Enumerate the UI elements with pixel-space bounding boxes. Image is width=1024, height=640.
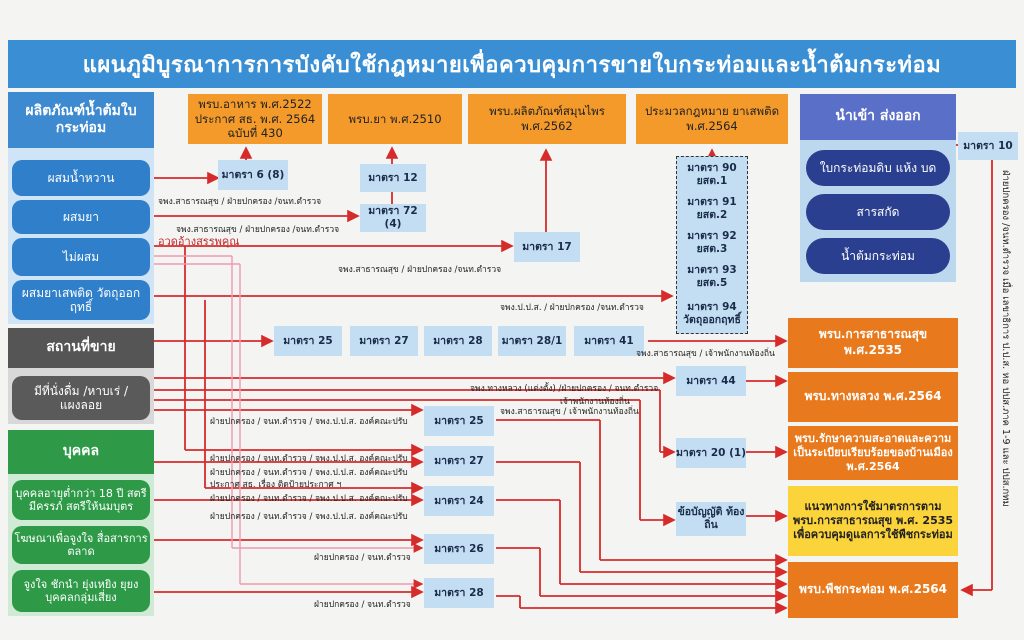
section-10: มาตรา 10 [958,132,1018,160]
section-92: มาตรา 92 ยสต.3 [678,228,746,258]
note-officers-1: จพง.สาธารณสุข / ฝ่ายปกครอง /จนท.ตำรวจ [158,197,322,207]
law-guideline-kratom: แนวทางการใช้มาตรการตาม พรบ.การสาธารณสุข … [788,486,958,556]
person-minor-pregnant[interactable]: บุคคลอายุต่ำกว่า 18 ปี สตรีมีครรภ์ สตรีใ… [12,480,150,520]
note-announcement: ประกาศ สธ. เรื่อง ติดป้ายประกาศ ฯ [210,480,342,490]
note-officers-17: ฝ่ายปกครอง / จนท.ตำรวจ [314,600,411,610]
note-officers-5: จพง.ป.ป.ส. / ฝ่ายปกครอง /จนท.ตำรวจ [500,303,644,313]
law-food-act: พรบ.อาหาร พ.ศ.2522 ประกาศ สธ. พ.ศ. 2564 … [188,94,322,144]
note-officers-2: จพง.สาธารณสุข / ฝ่ายปกครอง /จนท.ตำรวจ [176,225,340,235]
note-officers-11: ฝ่ายปกครอง / จนท.ตำรวจ / จพง.ป.ป.ส. องค์… [210,454,408,464]
products-header: ผลิตภัณฑ์น้ำต้มใบกระท่อม [8,92,154,148]
note-officers-16: ฝ่ายปกครอง / จนท.ตำรวจ [314,553,411,563]
law-narcotic-code: ประมวลกฎหมาย ยาเสพติด พ.ศ.2564 [636,94,788,144]
law-herbal-act: พรบ.ผลิตภัณฑ์สมุนไพร พ.ศ.2562 [468,94,626,144]
note-officers-14: ฝ่ายปกครอง / จนท.ตำรวจ / จพง.ป.ป.ส. องค์… [210,494,408,504]
ie-boiled-water[interactable]: น้ำต้มกระท่อม [806,238,950,274]
section-6-8: มาตรา 6 (8) [218,160,288,190]
law-cleanliness-act: พรบ.รักษาความสะอาดและความเป็นระเบียบเรีย… [788,426,958,480]
product-with-narcotic[interactable]: ผสมยาเสพติด วัตถุออกฤทธิ์ [12,280,150,320]
note-officers-12: ฝ่ายปกครอง / จนท.ตำรวจ / จพง.ป.ป.ส. องค์… [210,468,408,478]
section-row-41: มาตรา 41 [574,326,644,356]
law-public-health-act: พรบ.การสาธารณสุข พ.ศ.2535 [788,318,958,368]
person-advertising[interactable]: โฆษณาเพื่อจูงใจ สื่อสารการตลาด [12,526,150,564]
import-export-header: นำเข้า ส่งออก [800,94,956,140]
law-highway-act: พรบ.ทางหลวง พ.ศ.2564 [788,372,958,422]
place-seating-vendor[interactable]: มีที่นั่งดื่ม /หาบเร่ / แผงลอย [12,376,150,420]
import-export-officers: ฝ่ายปกครอง /จนท.ตำรวจ เมื่อ เลขาธิการ ป.… [1000,170,1011,507]
section-72-4: มาตรา 72 (4) [360,204,426,232]
section-mid-27: มาตรา 27 [424,446,494,476]
person-header: บุคคล [8,430,154,474]
note-officers-7: จพง.ทางหลวง (แต่งตั้ง) /ฝ่ายปกครอง / จนท… [470,384,659,394]
section-90: มาตรา 90 ยสต.1 [678,160,746,190]
note-officers-8: เจ้าพนักงานท้องถิ่น [560,397,630,407]
law-drug-act: พรบ.ยา พ.ศ.2510 [328,94,462,144]
note-officers-6: จพง.สาธารณสุข / เจ้าพนักงานท้องถิ่น [636,349,775,359]
section-row-25: มาตรา 25 [274,326,342,356]
product-sweetened[interactable]: ผสมน้ำหวาน [12,160,150,196]
ie-extract[interactable]: สารสกัด [806,194,950,230]
note-officers-10: จพง.สาธารณสุข / เจ้าพนักงานท้องถิ่น [500,407,639,417]
place-header: สถานที่ขาย [8,328,154,368]
section-17: มาตรา 17 [514,232,580,262]
section-91: มาตรา 91 ยสต.2 [678,194,746,224]
section-mid-26: มาตรา 26 [424,534,494,564]
note-officers-15: ฝ่ายปกครอง / จนท.ตำรวจ / จพง.ป.ป.ส. องค์… [210,512,408,522]
section-mid-25: มาตรา 25 [424,406,494,436]
ie-raw-leaf[interactable]: ใบกระท่อมดิบ แห้ง บด [806,150,950,186]
section-mid-28: มาตรา 28 [424,578,494,608]
law-kratom-act: พรบ.พืชกระท่อม พ.ศ.2564 [788,562,958,618]
section-44: มาตรา 44 [676,366,746,396]
note-officers-4: จพง.สาธารณสุข / ฝ่ายปกครอง /จนท.ตำรวจ [338,265,502,275]
section-93: มาตรา 93 ยสต.5 [678,262,746,292]
product-with-drug[interactable]: ผสมยา [12,200,150,234]
product-unmixed[interactable]: ไม่ผสม [12,238,150,276]
section-94: มาตรา 94 วัตถุออกฤทธิ์ [678,298,746,330]
section-12: มาตรา 12 [360,164,426,192]
note-officers-9: ฝ่ายปกครอง / จนท.ตำรวจ / จพง.ป.ป.ส. องค์… [210,417,408,427]
page-title: แผนภูมิบูรณาการการบังคับใช้กฎหมายเพื่อคว… [8,40,1016,88]
note-claims: อวดอ้างสรรพคุณ [158,235,240,248]
section-row-28: มาตรา 28 [424,326,492,356]
section-mid-24: มาตรา 24 [424,486,494,516]
section-20-1: มาตรา 20 (1) [676,438,746,468]
section-row-27: มาตรา 27 [350,326,418,356]
section-row-28-1: มาตรา 28/1 [498,326,566,356]
section-local-ordinance: ข้อบัญญัติ ท้องถิ่น [676,502,746,536]
person-inducement[interactable]: จูงใจ ชักนำ ยุ่งเหยิง ยุยง บุคคลกลุ่มเสี… [12,570,150,612]
